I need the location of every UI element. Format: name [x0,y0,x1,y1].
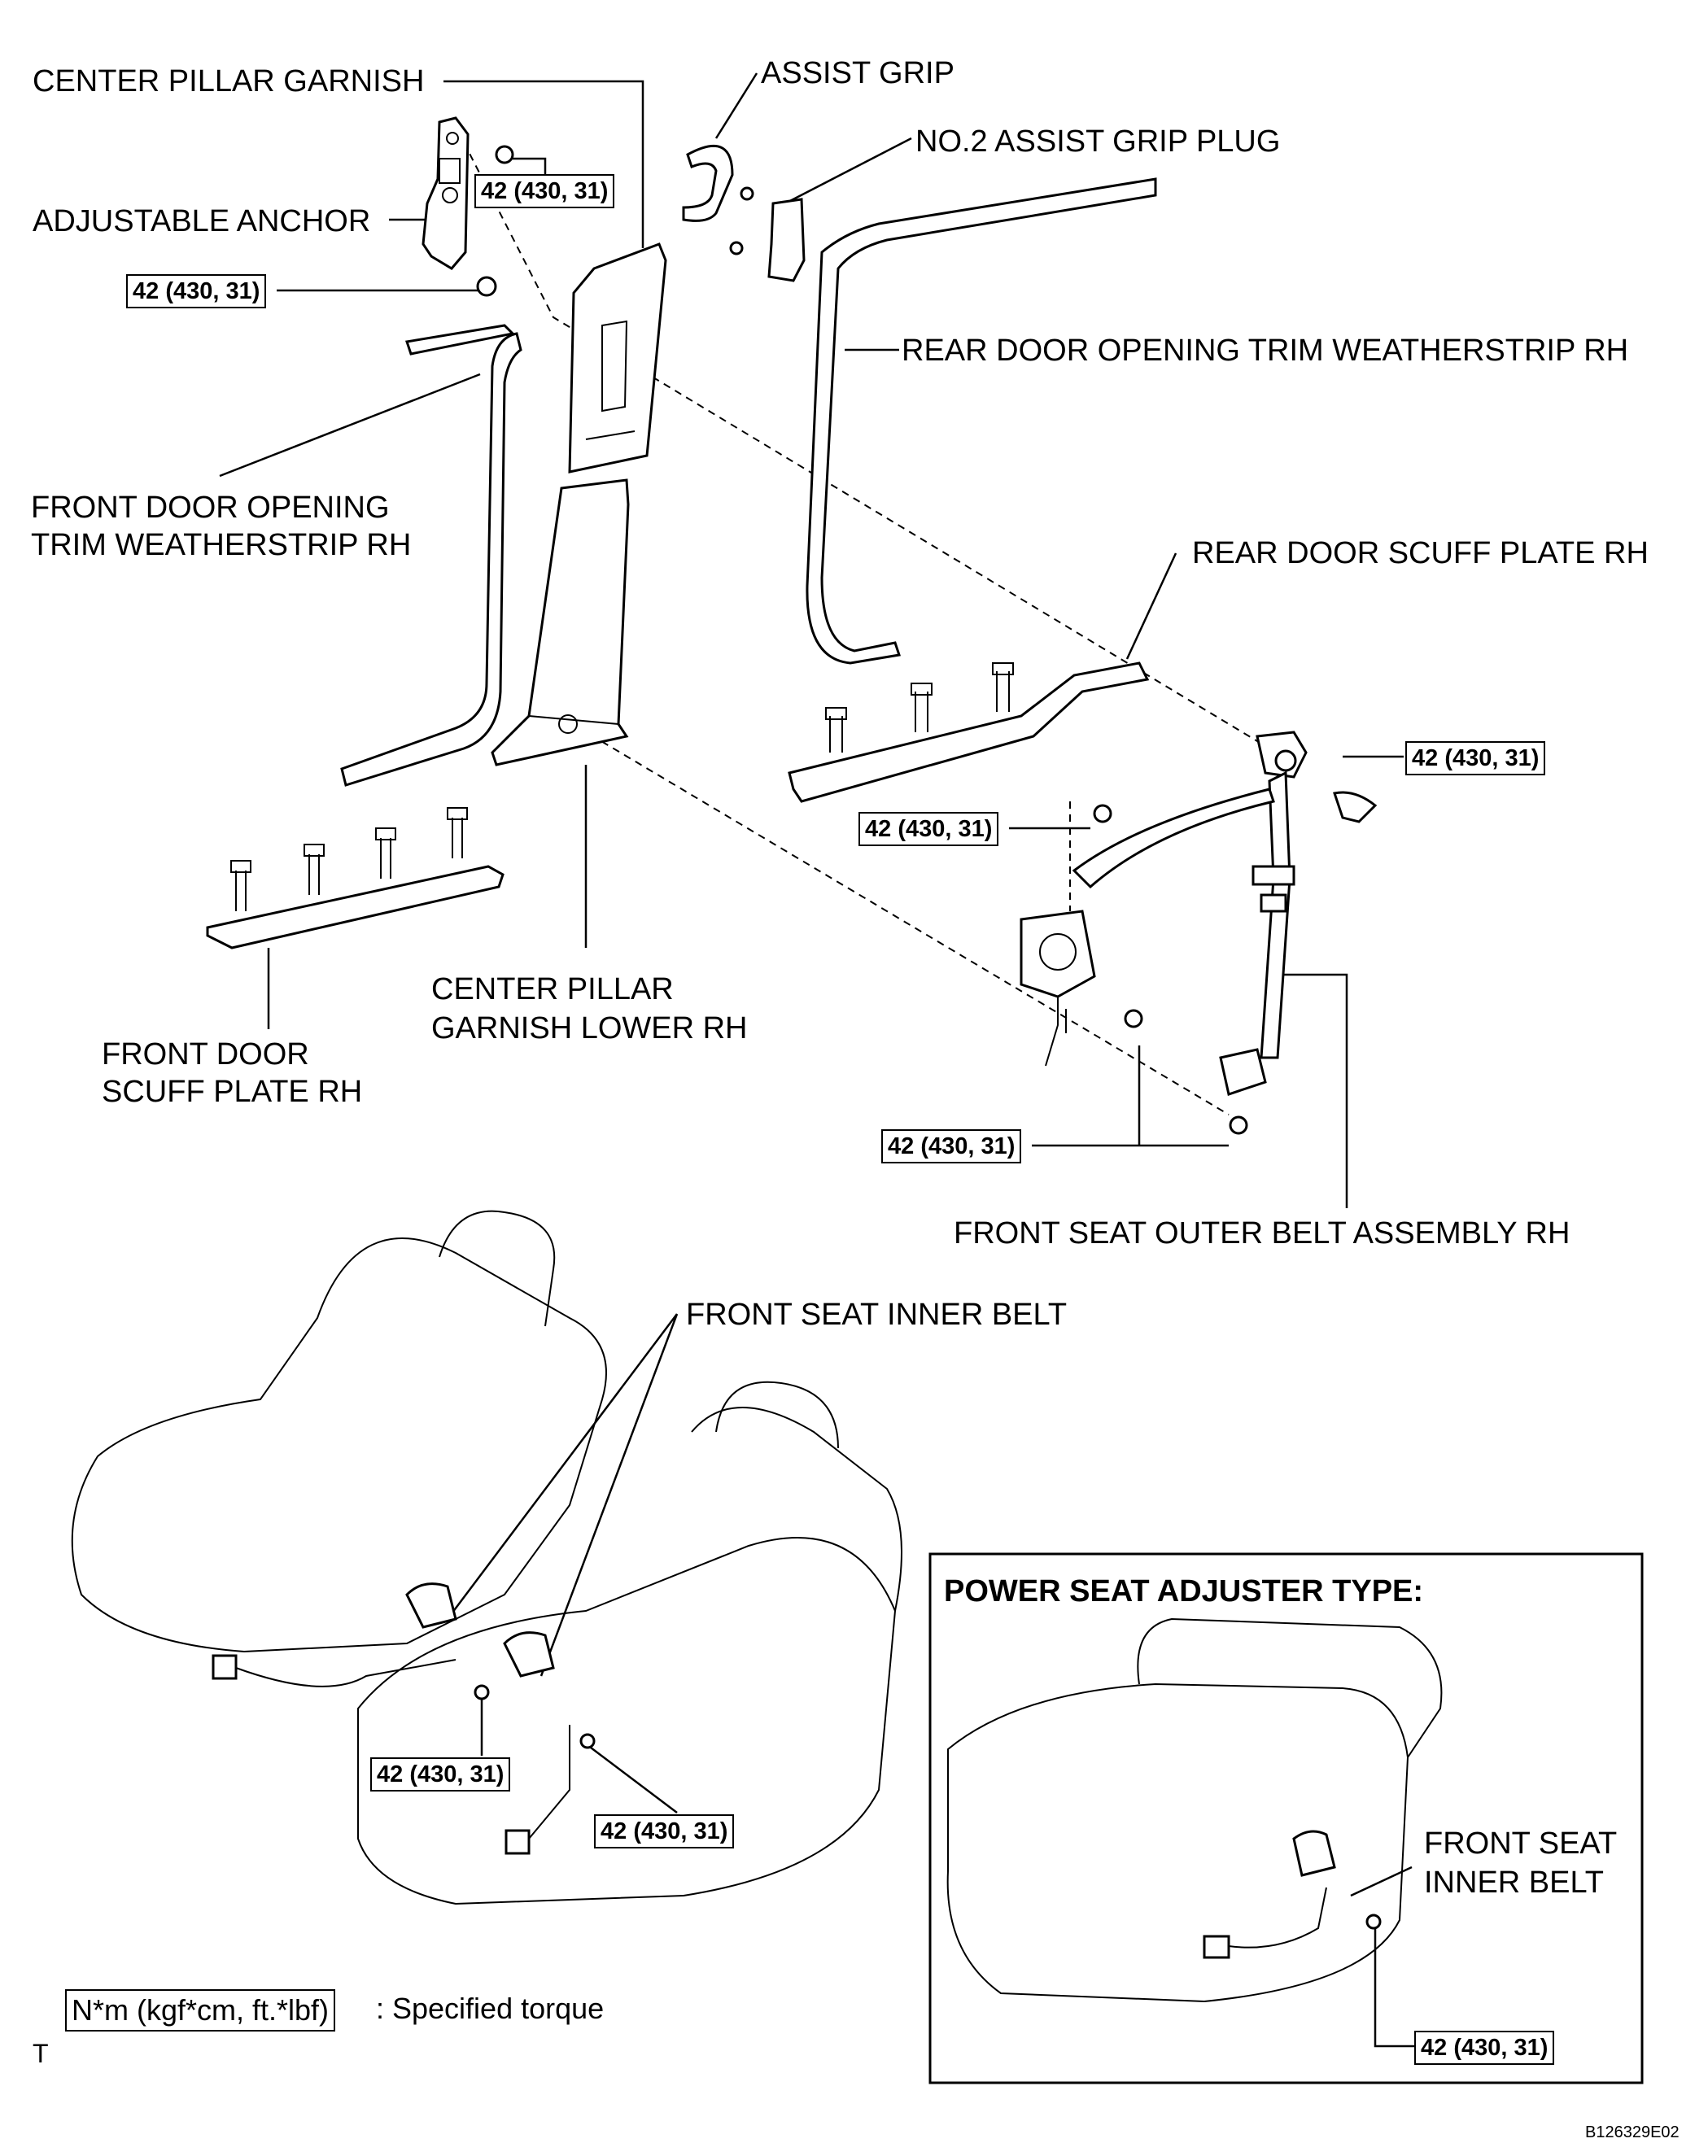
label-inset-inner-belt-line2: INNER BELT [1424,1866,1605,1900]
torque-box-inset: 42 (430, 31) [1414,2031,1555,2065]
leader-inset-torque [1374,1928,1416,2048]
rear-scuff-plate-part [788,661,1150,803]
label-center-pillar-lower-line2: GARNISH LOWER RH [431,1011,748,1045]
leader-front-weatherstrip [219,373,481,478]
rear-weatherstrip-part [806,177,1157,665]
leader-torque-seat2 [587,1744,678,1813]
torque-box-outer-belt-floor: 42 (430, 31) [881,1129,1022,1163]
label-front-seat-inner-belt: FRONT SEAT INNER BELT [686,1298,1068,1332]
label-rear-door-scuff-plate: REAR DOOR SCUFF PLATE RH [1192,536,1649,570]
assist-grip-part [682,145,806,282]
leader-torque-outer-belt [1032,1045,1229,1147]
front-weatherstrip-part [340,324,522,787]
power-seat-inset-box [928,1552,1644,2084]
legend-unit-box: N*m (kgf*cm, ft.*lbf) [65,1989,336,2032]
torque-box-anchor-top: 42 (430, 31) [474,174,615,208]
dashed-lower-to-floor [579,727,1230,1115]
figure-id: B126329E02 [1585,2123,1680,2141]
seat-drawing [71,1210,902,1905]
torque-box-retractor-mid: 42 (430, 31) [858,812,999,846]
footer-mark: T [33,2039,49,2068]
label-center-pillar-garnish: CENTER PILLAR GARNISH [33,64,425,98]
inset-seat-drawing [946,1617,1443,2003]
leader-outer-belt-assembly [1278,973,1348,1208]
label-front-door-opening-line2: TRIM WEATHERSTRIP RH [31,528,412,562]
center-pillar-lower-part [491,478,630,766]
label-inset-inner-belt-line1: FRONT SEAT [1424,1826,1618,1861]
legend-description: : Specified torque [376,1992,605,2025]
front-scuff-plate-part [206,807,505,949]
leader-lines [219,72,1416,2048]
leader-rear-scuff [1125,552,1177,660]
leader-center-pillar-garnish [443,80,644,248]
outer-belt-assembly-part [1020,731,1378,1135]
label-no2-assist-grip-plug: NO.2 ASSIST GRIP PLUG [915,124,1281,159]
label-front-door-scuff-line2: SCUFF PLATE RH [102,1075,363,1109]
label-front-door-opening-line1: FRONT DOOR OPENING [31,491,390,525]
label-front-door-scuff-line1: FRONT DOOR [102,1037,309,1071]
label-front-seat-outer-belt: FRONT SEAT OUTER BELT ASSEMBLY RH [954,1216,1570,1250]
inset-title: POWER SEAT ADJUSTER TYPE: [944,1574,1424,1608]
center-pillar-garnish-part [568,242,667,474]
torque-box-retractor-top: 42 (430, 31) [1405,741,1546,775]
torque-box-anchor-bottom: 42 (430, 31) [126,274,267,308]
leader-assist-grip [714,72,758,139]
adjustable-anchor-part [422,116,514,297]
leader-inner-belt [447,1313,679,1677]
label-center-pillar-lower-line1: CENTER PILLAR [431,972,674,1006]
label-rear-door-opening-weatherstrip: REAR DOOR OPENING TRIM WEATHERSTRIP RH [902,334,1629,368]
label-assist-grip: ASSIST GRIP [761,56,954,90]
leader-assist-grip-plug [784,137,912,205]
torque-box-seat-inner1: 42 (430, 31) [370,1757,511,1792]
torque-box-seat-inner2: 42 (430, 31) [594,1814,735,1848]
label-adjustable-anchor: ADJUSTABLE ANCHOR [33,204,371,238]
